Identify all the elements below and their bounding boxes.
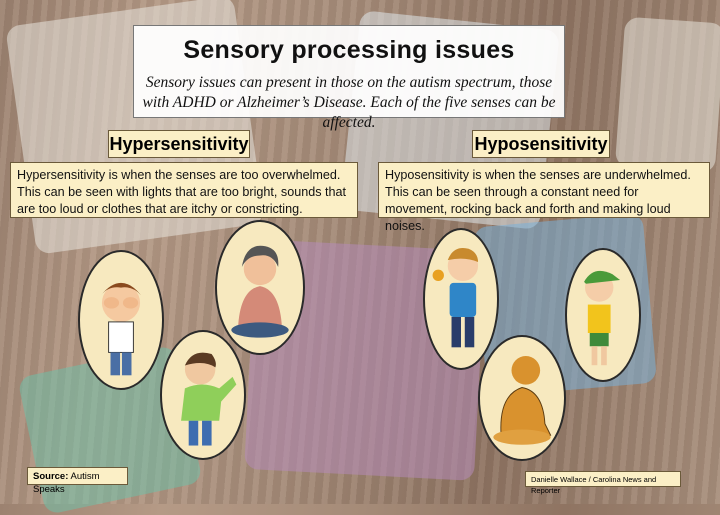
child-in-itchy-sweater-illustration [160,330,246,460]
page-subtitle: Sensory issues can present in those on t… [142,74,556,131]
child-shouting-illustration [565,248,641,382]
hyposensitivity-label: Hyposensitivity [472,130,610,158]
hyposensitivity-description: Hyposensitivity is when the senses are u… [378,162,710,233]
source-value: Autism Speaks [33,471,100,495]
child-covering-eyes-illustration [78,250,164,390]
source-label: Source: [33,471,69,482]
page-title: Sensory processing issues [183,36,515,64]
hypersensitivity-description: Hypersensitivity is when the senses are … [10,162,358,218]
title-panel: Sensory processing issues Sensory issues… [133,25,565,131]
child-covering-ears-illustration [215,220,305,355]
child-with-fidget-spinner-illustration [423,228,499,370]
background-toy-package [614,16,720,174]
source-note: Source: Autism Speaks [27,467,128,495]
hypersensitivity-label: Hypersensitivity [108,130,250,158]
photo-credit: Danielle Wallace / Carolina News and Rep… [525,471,681,495]
person-rocking-illustration [478,335,566,461]
